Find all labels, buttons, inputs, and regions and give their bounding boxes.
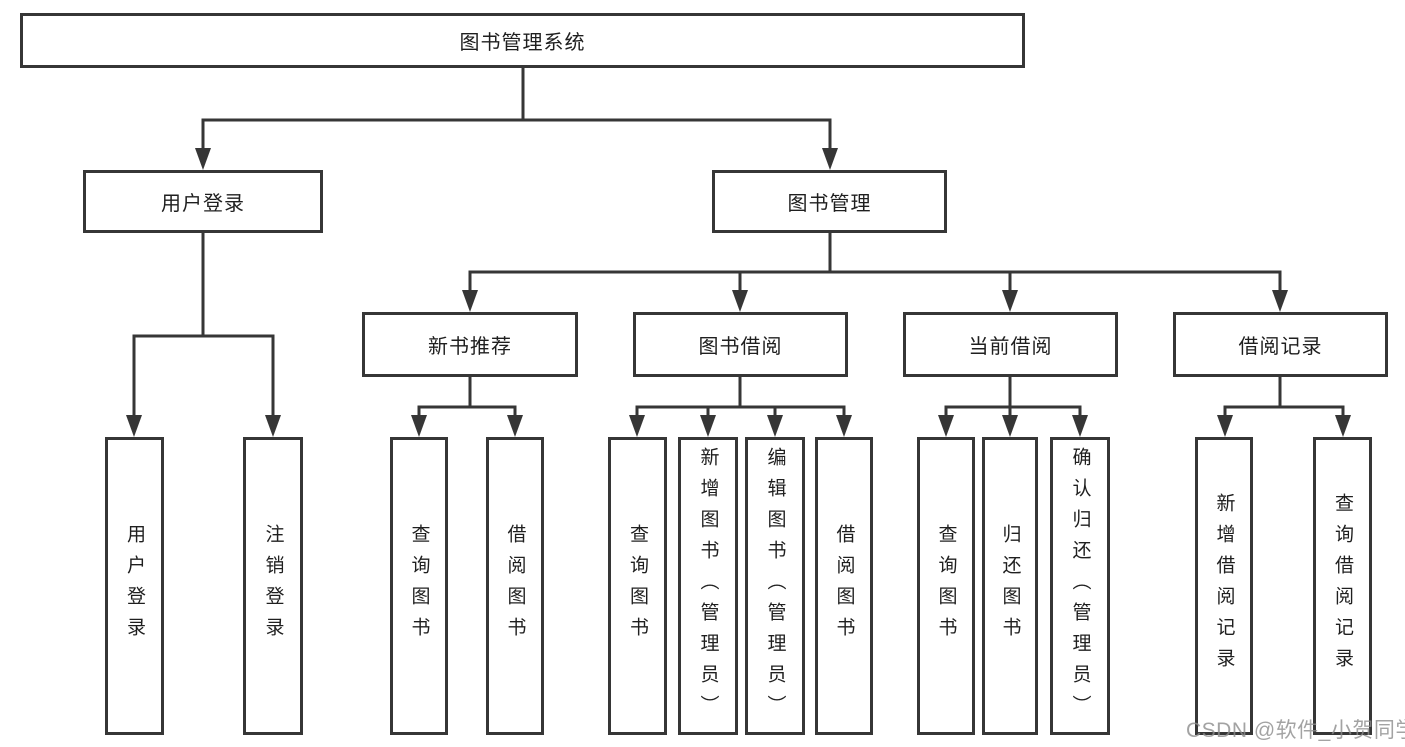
arrow-icon [462,290,478,312]
arrow-icon [938,415,954,437]
node-current-borrow: 当前借阅 [903,312,1118,377]
arrow-icon [836,415,852,437]
arrow-icon [195,148,211,170]
leaf-user-login: 用户登录 [105,437,164,735]
leaf-query-books-recommend: 查询图书 [390,437,448,735]
arrow-icon [1272,290,1288,312]
leaf-borrow-books: 借阅图书 [815,437,873,735]
connector-new-book-to-leaves [417,377,517,419]
leaf-query-books-current: 查询图书 [917,437,975,735]
connector-user-login-to-leaves [132,233,275,419]
arrowheads [126,148,1351,437]
connector-borrow-records-to-leaves [1223,377,1345,419]
leaf-query-borrow-record: 查询借阅记录 [1313,437,1372,735]
connector-current-borrow-to-leaves [944,377,1082,419]
arrow-icon [732,290,748,312]
csdn-watermark: CSDN @软件_小贺同学 [1186,719,1405,742]
arrow-icon [265,415,281,437]
arrow-icon [1217,415,1233,437]
leaf-return-book: 归还图书 [982,437,1038,735]
leaf-add-borrow-record: 新增借阅记录 [1195,437,1253,735]
arrow-icon [629,415,645,437]
node-book-management: 图书管理 [712,170,947,233]
connector-book-management-to-level3 [468,233,1282,294]
arrow-icon [1072,415,1088,437]
node-book-borrow: 图书借阅 [633,312,848,377]
arrow-icon [507,415,523,437]
node-new-book-recommend: 新书推荐 [362,312,578,377]
leaf-edit-book-admin: 编辑图书（管理员） [745,437,805,735]
leaf-logout: 注销登录 [243,437,303,735]
connector-book-borrow-to-leaves [635,377,846,419]
leaf-query-books-borrow: 查询图书 [608,437,667,735]
arrow-icon [1002,415,1018,437]
leaf-confirm-return-admin: 确认归还（管理员） [1050,437,1110,735]
node-borrow-records: 借阅记录 [1173,312,1388,377]
arrow-icon [822,148,838,170]
connector-root-to-level2 [201,68,832,152]
leaf-borrow-books-recommend: 借阅图书 [486,437,544,735]
node-user-login: 用户登录 [83,170,323,233]
arrow-icon [411,415,427,437]
arrow-icon [700,415,716,437]
arrow-icon [126,415,142,437]
arrow-icon [1335,415,1351,437]
leaf-add-book-admin: 新增图书（管理员） [678,437,738,735]
arrow-icon [767,415,783,437]
node-library-system-root: 图书管理系统 [20,13,1025,68]
arrow-icon [1002,290,1018,312]
